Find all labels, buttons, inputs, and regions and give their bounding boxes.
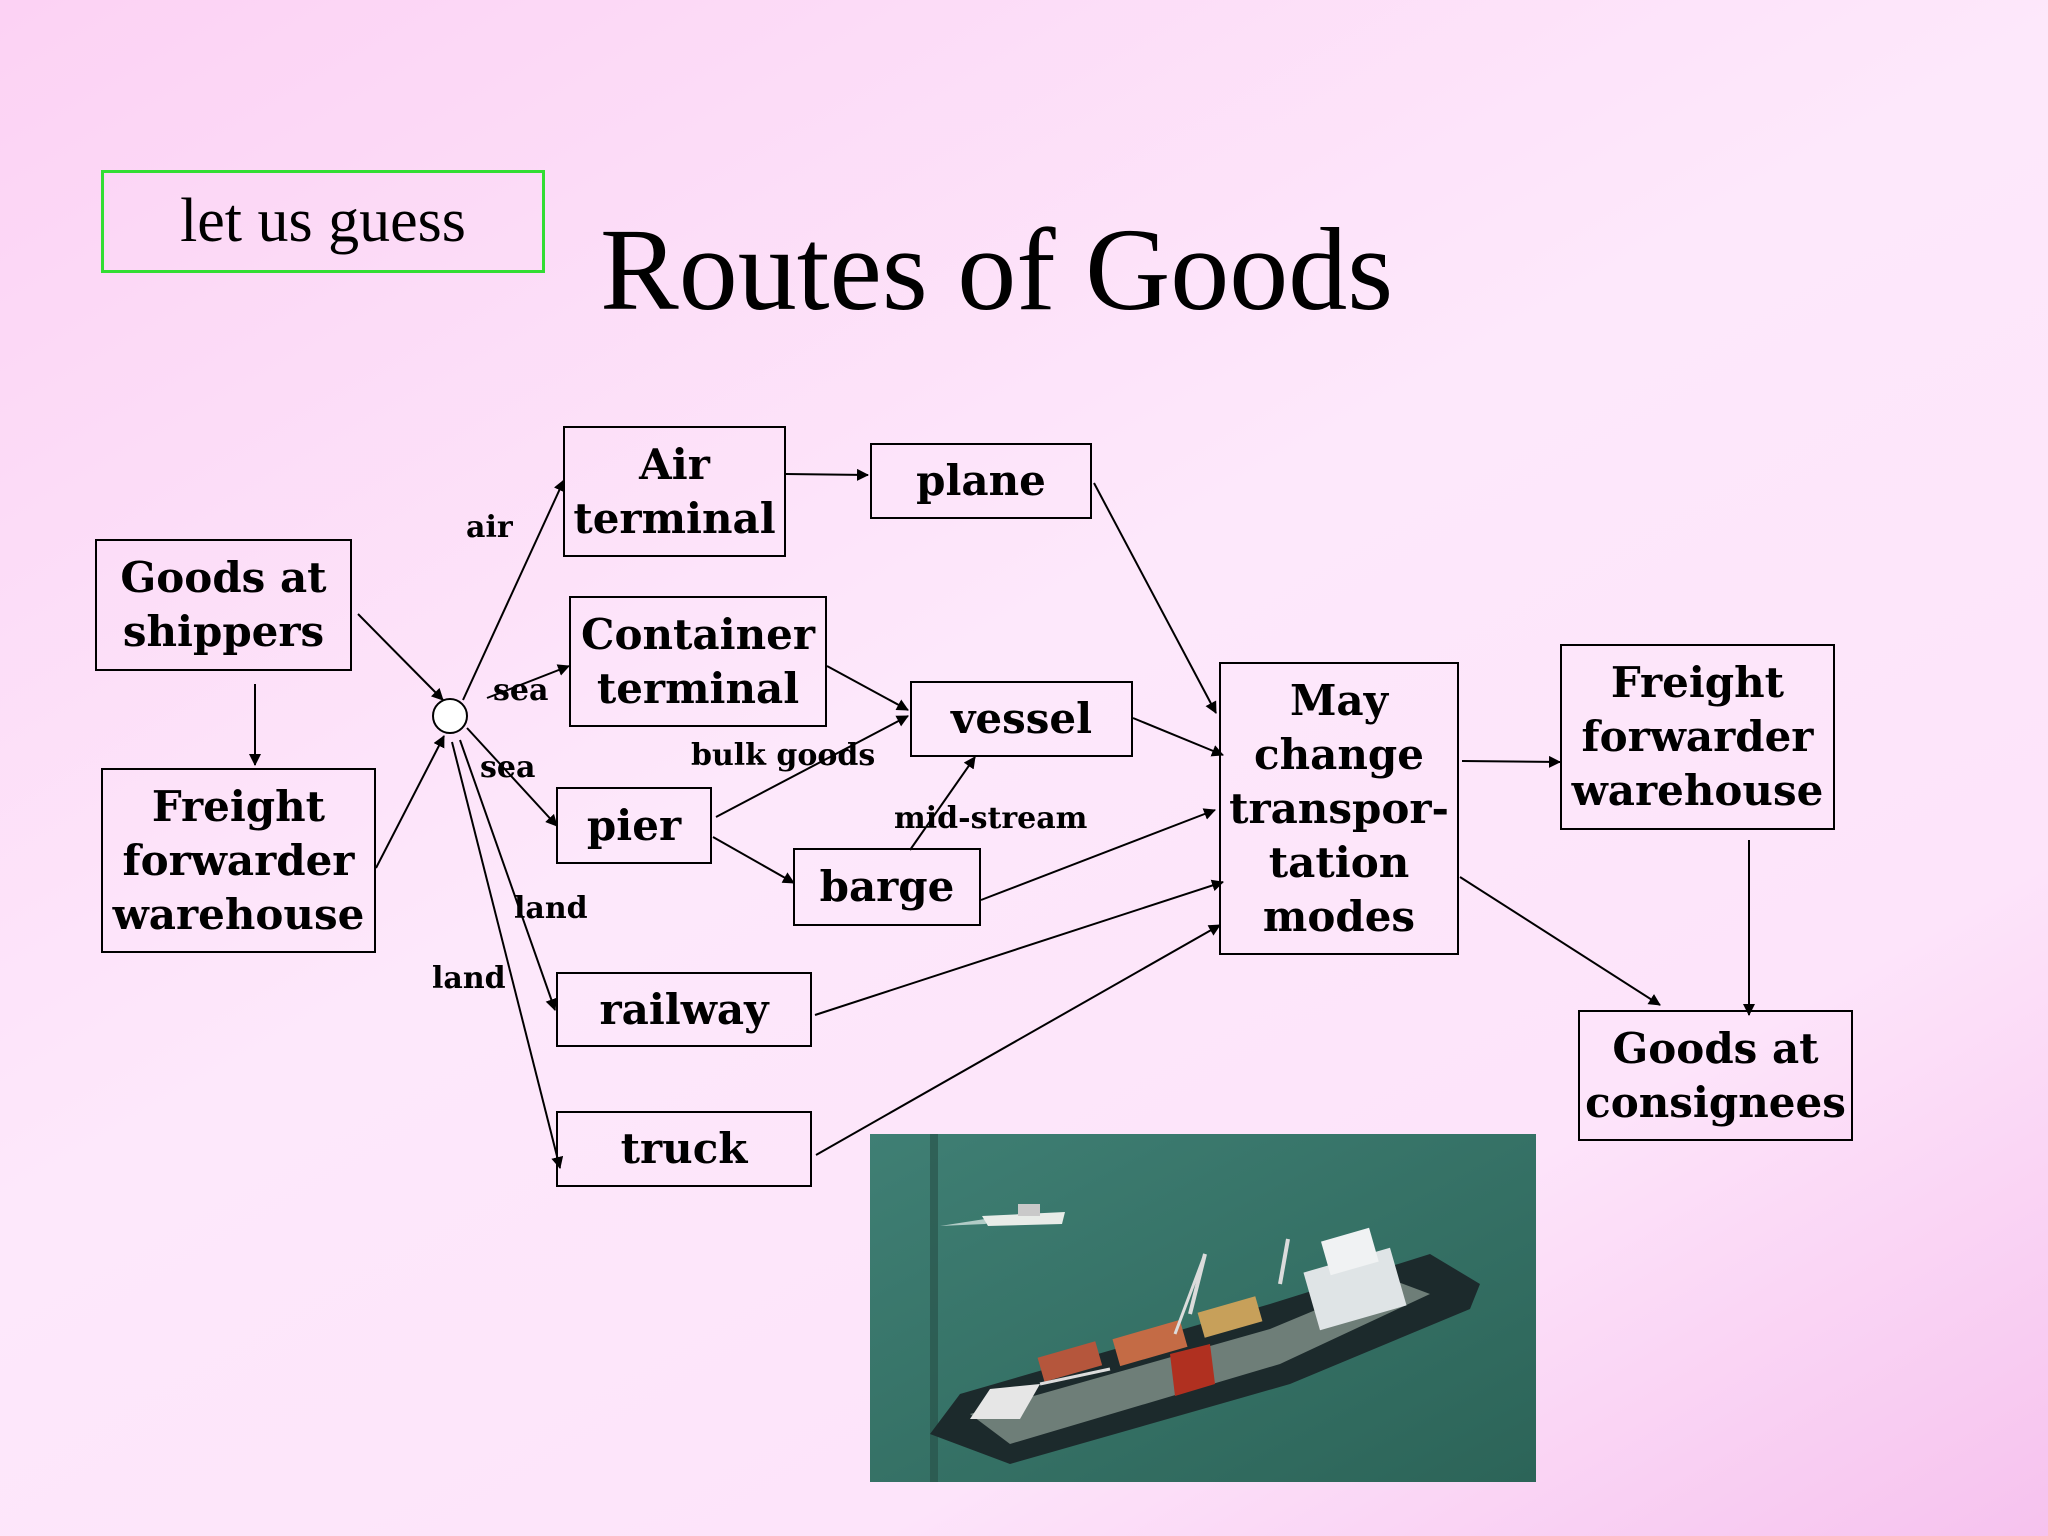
- edge-hub-to-pier: [466, 727, 558, 827]
- edge-hub-right-to-warehouse-right: [1461, 755, 1561, 768]
- node-goods-at-shippers: Goods at shippers: [95, 539, 352, 671]
- edge-hub-right-to-consignees: [1459, 876, 1661, 1006]
- edge-shippers-to-hub: [357, 613, 444, 701]
- edge-truck-to-hub-right: [815, 924, 1221, 1156]
- edge-hub-to-railway: [459, 739, 558, 1011]
- label-mid-stream: mid-stream: [894, 801, 1088, 836]
- edge-container-terminal-to-vessel: [826, 665, 909, 711]
- node-air-terminal: Air terminal: [563, 426, 786, 557]
- edge-plane-to-hub-right: [1093, 482, 1217, 714]
- edge-hub-to-truck: [451, 741, 564, 1169]
- cargo-ship-photo: [870, 1134, 1536, 1482]
- label-air: air: [466, 510, 513, 545]
- node-freight-forwarder-left: Freight forwarder warehouse: [101, 768, 376, 953]
- edge-warehouse-to-hub: [375, 735, 445, 869]
- edge-barge-to-vessel: [909, 756, 976, 851]
- edge-railway-to-hub-right: [814, 879, 1224, 1016]
- guess-label: let us guess: [180, 187, 466, 255]
- node-goods-at-consignees: Goods at consignees: [1578, 1010, 1853, 1141]
- node-truck: truck: [556, 1111, 812, 1187]
- guess-box: let us guess: [101, 170, 545, 273]
- page-title: Routes of Goods: [600, 204, 1394, 335]
- edge-air-terminal-to-plane: [785, 468, 869, 481]
- label-sea-2: sea: [480, 750, 536, 785]
- label-sea-1: sea: [493, 673, 549, 708]
- node-container-terminal: Container terminal: [569, 596, 827, 727]
- node-pier: pier: [556, 787, 712, 864]
- node-railway: railway: [556, 972, 812, 1047]
- label-land-1: land: [514, 891, 588, 926]
- edge-pier-to-vessel: [715, 715, 909, 818]
- edge-hub-to-air-terminal: [462, 479, 565, 701]
- edge-vessel-to-hub-right: [1132, 717, 1224, 757]
- edge-pier-to-barge: [712, 836, 795, 884]
- node-freight-forwarder-right: Freight forwarder warehouse: [1560, 644, 1835, 830]
- edge-barge-to-hub-right: [980, 808, 1216, 901]
- node-barge: barge: [793, 848, 981, 926]
- edge-hub-to-container-terminal: [486, 664, 570, 699]
- hub-node: [432, 698, 468, 734]
- node-vessel: vessel: [910, 681, 1133, 757]
- label-bulk-goods: bulk goods: [691, 738, 876, 773]
- node-plane: plane: [870, 443, 1092, 519]
- label-land-2: land: [432, 961, 506, 996]
- node-may-change-modes: May change transpor- tation modes: [1219, 662, 1459, 955]
